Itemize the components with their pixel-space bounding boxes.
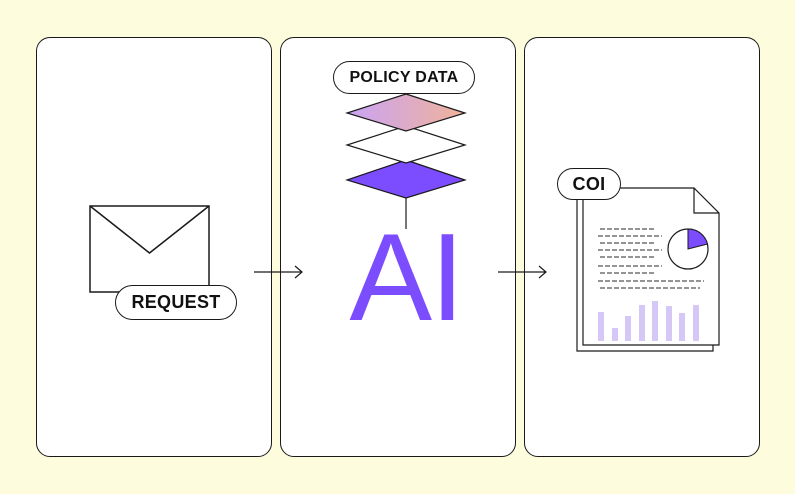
ai-label: AI bbox=[349, 209, 464, 347]
pie-chart-icon bbox=[667, 228, 709, 270]
policy-data-label: POLICY DATA bbox=[333, 61, 475, 94]
data-layers-icon bbox=[344, 93, 468, 229]
envelope-icon bbox=[89, 205, 210, 293]
arrow-right-icon bbox=[254, 265, 303, 279]
bar-chart-icon bbox=[598, 301, 699, 341]
document-icon bbox=[576, 187, 720, 352]
document-text-lines bbox=[598, 228, 704, 289]
arrow-right-icon bbox=[498, 265, 547, 279]
coi-label: COI bbox=[557, 168, 621, 200]
request-label: REQUEST bbox=[115, 285, 237, 320]
